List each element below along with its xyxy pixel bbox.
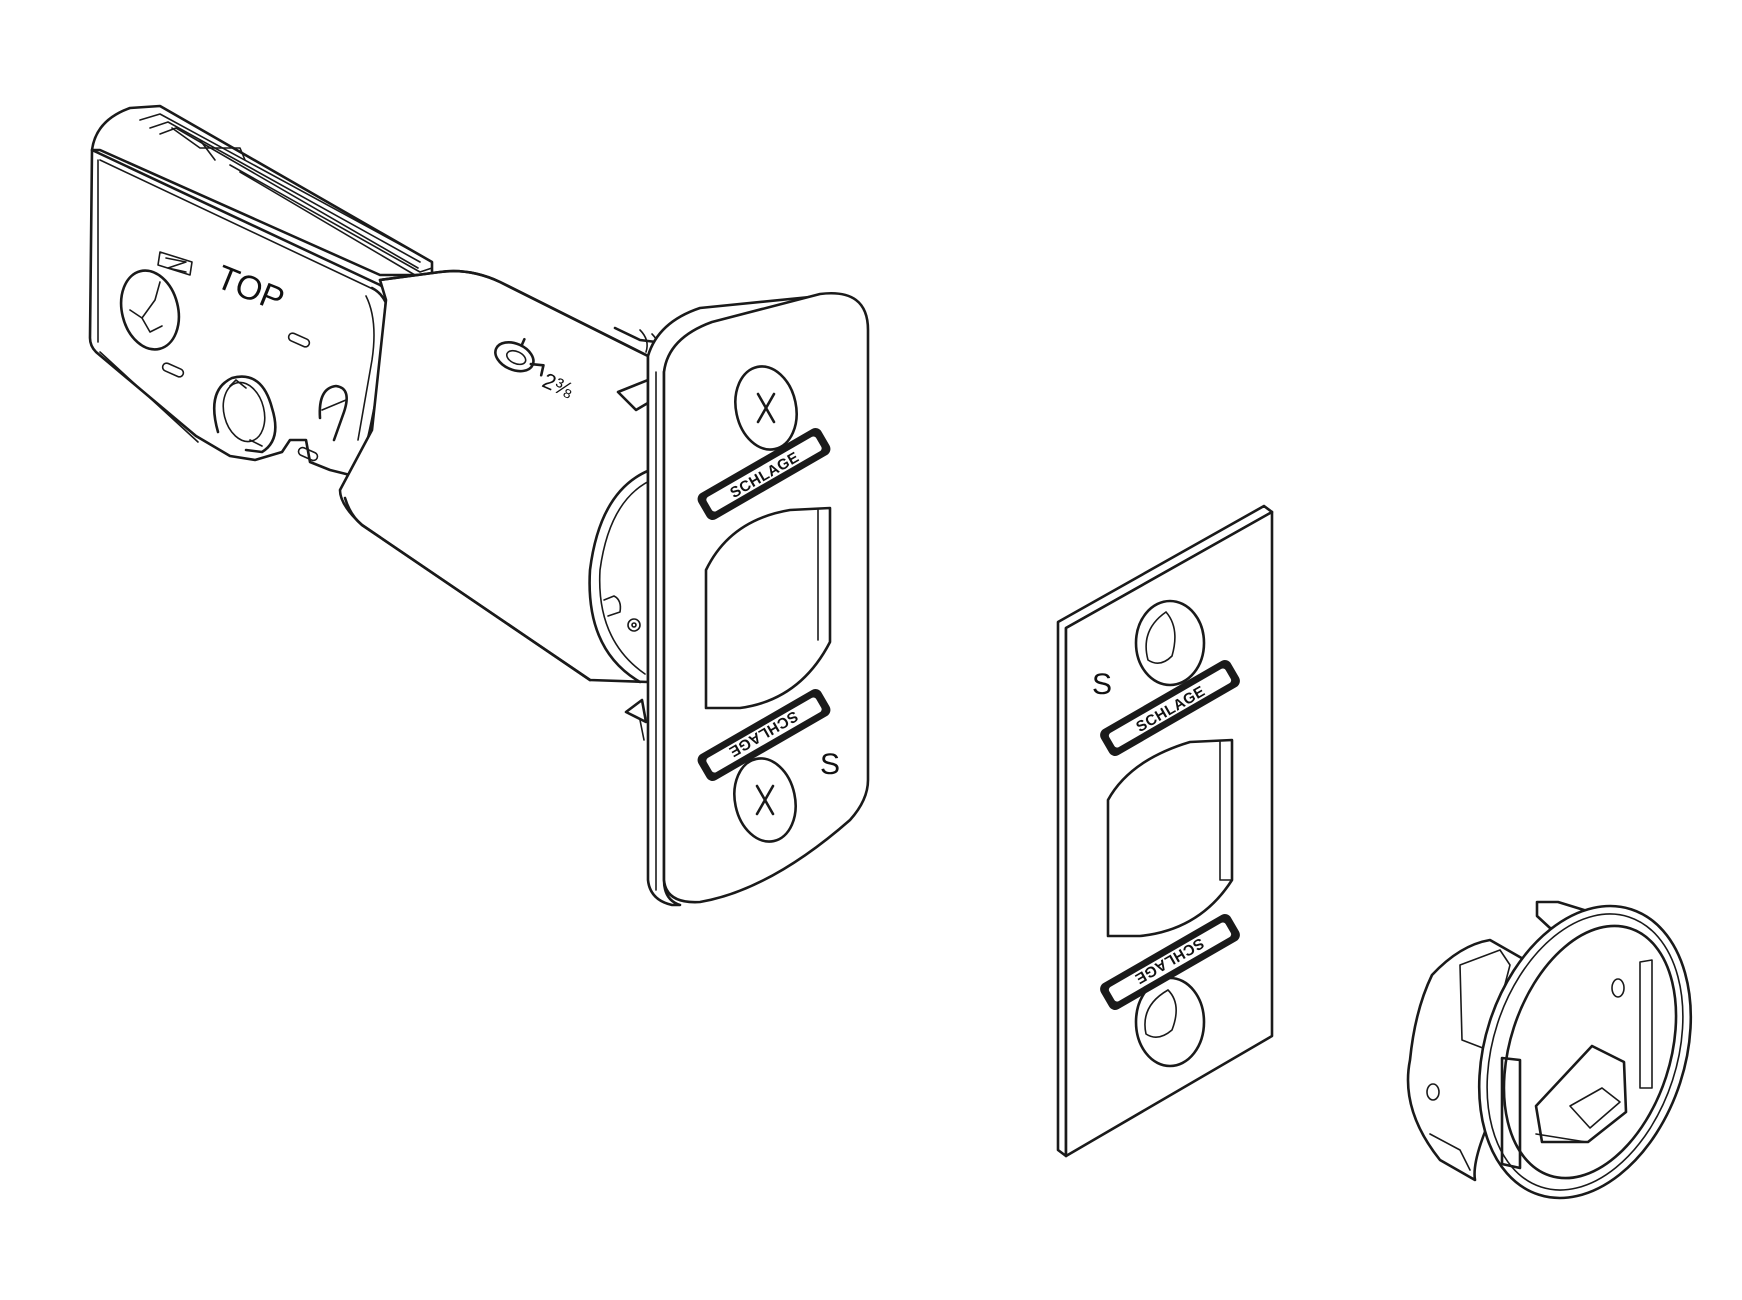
- strike-plate: S SCHLAGE SCHLAGE: [1056, 504, 1274, 1158]
- strike-s-stamp: S: [1092, 668, 1112, 701]
- strike-hole-lower: [1134, 976, 1206, 1068]
- spindle-hole: [212, 375, 277, 454]
- latch-body: TOP: [88, 104, 434, 490]
- bolt-opening: [704, 506, 832, 710]
- mounting-hole-left: [119, 269, 181, 351]
- slot-icon: [287, 332, 311, 348]
- faceplate-s-stamp: S: [820, 748, 840, 781]
- phillips-screw-icon: [755, 784, 775, 816]
- drive-in-collar: [1406, 900, 1693, 1200]
- slot-icon: [297, 446, 319, 462]
- collar-square-socket: [1500, 1056, 1522, 1170]
- strike-hole-upper: [1134, 599, 1206, 687]
- screw-tip-lower: [624, 698, 648, 741]
- screw-upper: [734, 365, 798, 451]
- top-arrow-icon: [157, 251, 193, 276]
- latch-part: TOP: [88, 104, 870, 907]
- latch-cylinder: 2⅜: [338, 269, 684, 741]
- latch-faceplate: SCHLAGE SCHLAGE S: [646, 291, 870, 907]
- screw-lower: [733, 757, 797, 843]
- phillips-screw-icon: [756, 392, 776, 424]
- slot-icon: [161, 362, 185, 378]
- mounting-hole-right: [318, 384, 348, 442]
